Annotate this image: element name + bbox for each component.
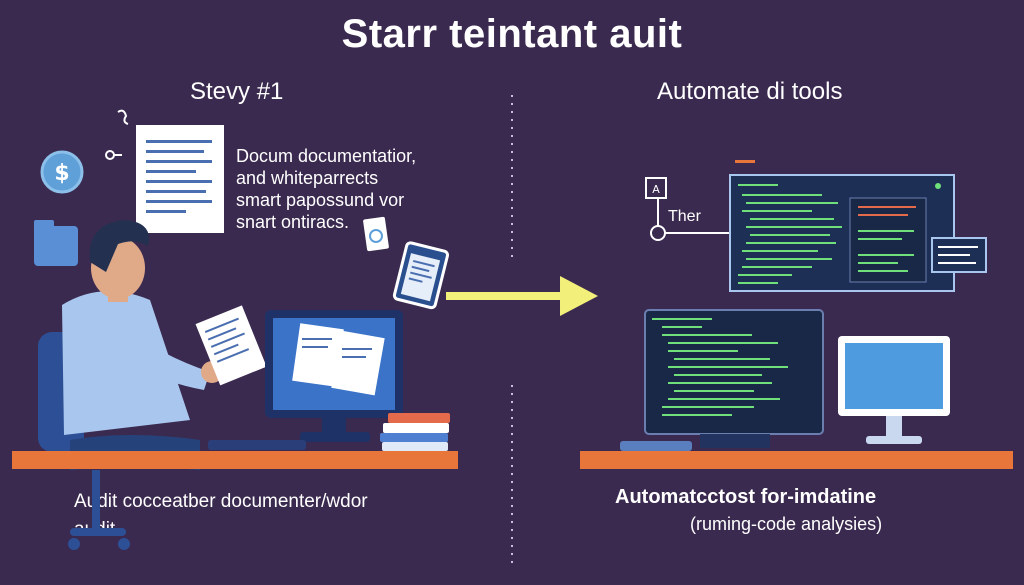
person-icon — [62, 220, 223, 470]
folder-icon — [34, 220, 78, 266]
dollar-coin-icon: $ — [40, 150, 84, 194]
step-title-left: Stevy #1 — [190, 78, 284, 105]
arrow-right-icon — [446, 276, 598, 316]
node-label: Ther — [668, 208, 701, 225]
caption-line: Audit cocceatber documenter/wdor — [74, 491, 368, 512]
right-caption-sub: (ruming-code analysies) — [690, 514, 883, 534]
keyboard-icon — [208, 440, 306, 450]
monitor-icon — [838, 336, 950, 444]
page-title: Starr teintant auit — [341, 12, 683, 56]
desk-right — [580, 451, 1013, 469]
step-title-right: Automate di tools — [657, 78, 843, 105]
badge-card-icon — [363, 216, 389, 252]
document-icon — [136, 125, 224, 233]
description-line: smart papossund vor — [236, 190, 405, 210]
keyboard-icon — [620, 441, 692, 451]
accent-line — [735, 160, 755, 163]
code-window-icon — [729, 174, 955, 292]
monitor-icon — [265, 310, 403, 442]
book-stack-icon — [380, 413, 450, 451]
svg-text:A: A — [652, 183, 660, 196]
node-connector: A — [645, 177, 730, 241]
left-description: Docum documentatior, and whiteparrects s… — [236, 145, 446, 233]
code-monitor-icon — [644, 309, 824, 448]
desk-left — [12, 451, 458, 469]
description-line: snart ontiracs. — [236, 212, 350, 232]
description-line: Docum documentatior, — [236, 146, 417, 166]
right-caption-title: Automatcctost for-imdatine — [615, 486, 877, 508]
key-icon — [105, 109, 129, 160]
popup-panel — [931, 237, 987, 273]
description-line: and whiteparrects — [236, 168, 379, 188]
clipboard-icon — [392, 241, 450, 310]
held-paper-icon — [195, 305, 267, 386]
svg-text:$: $ — [54, 161, 69, 186]
